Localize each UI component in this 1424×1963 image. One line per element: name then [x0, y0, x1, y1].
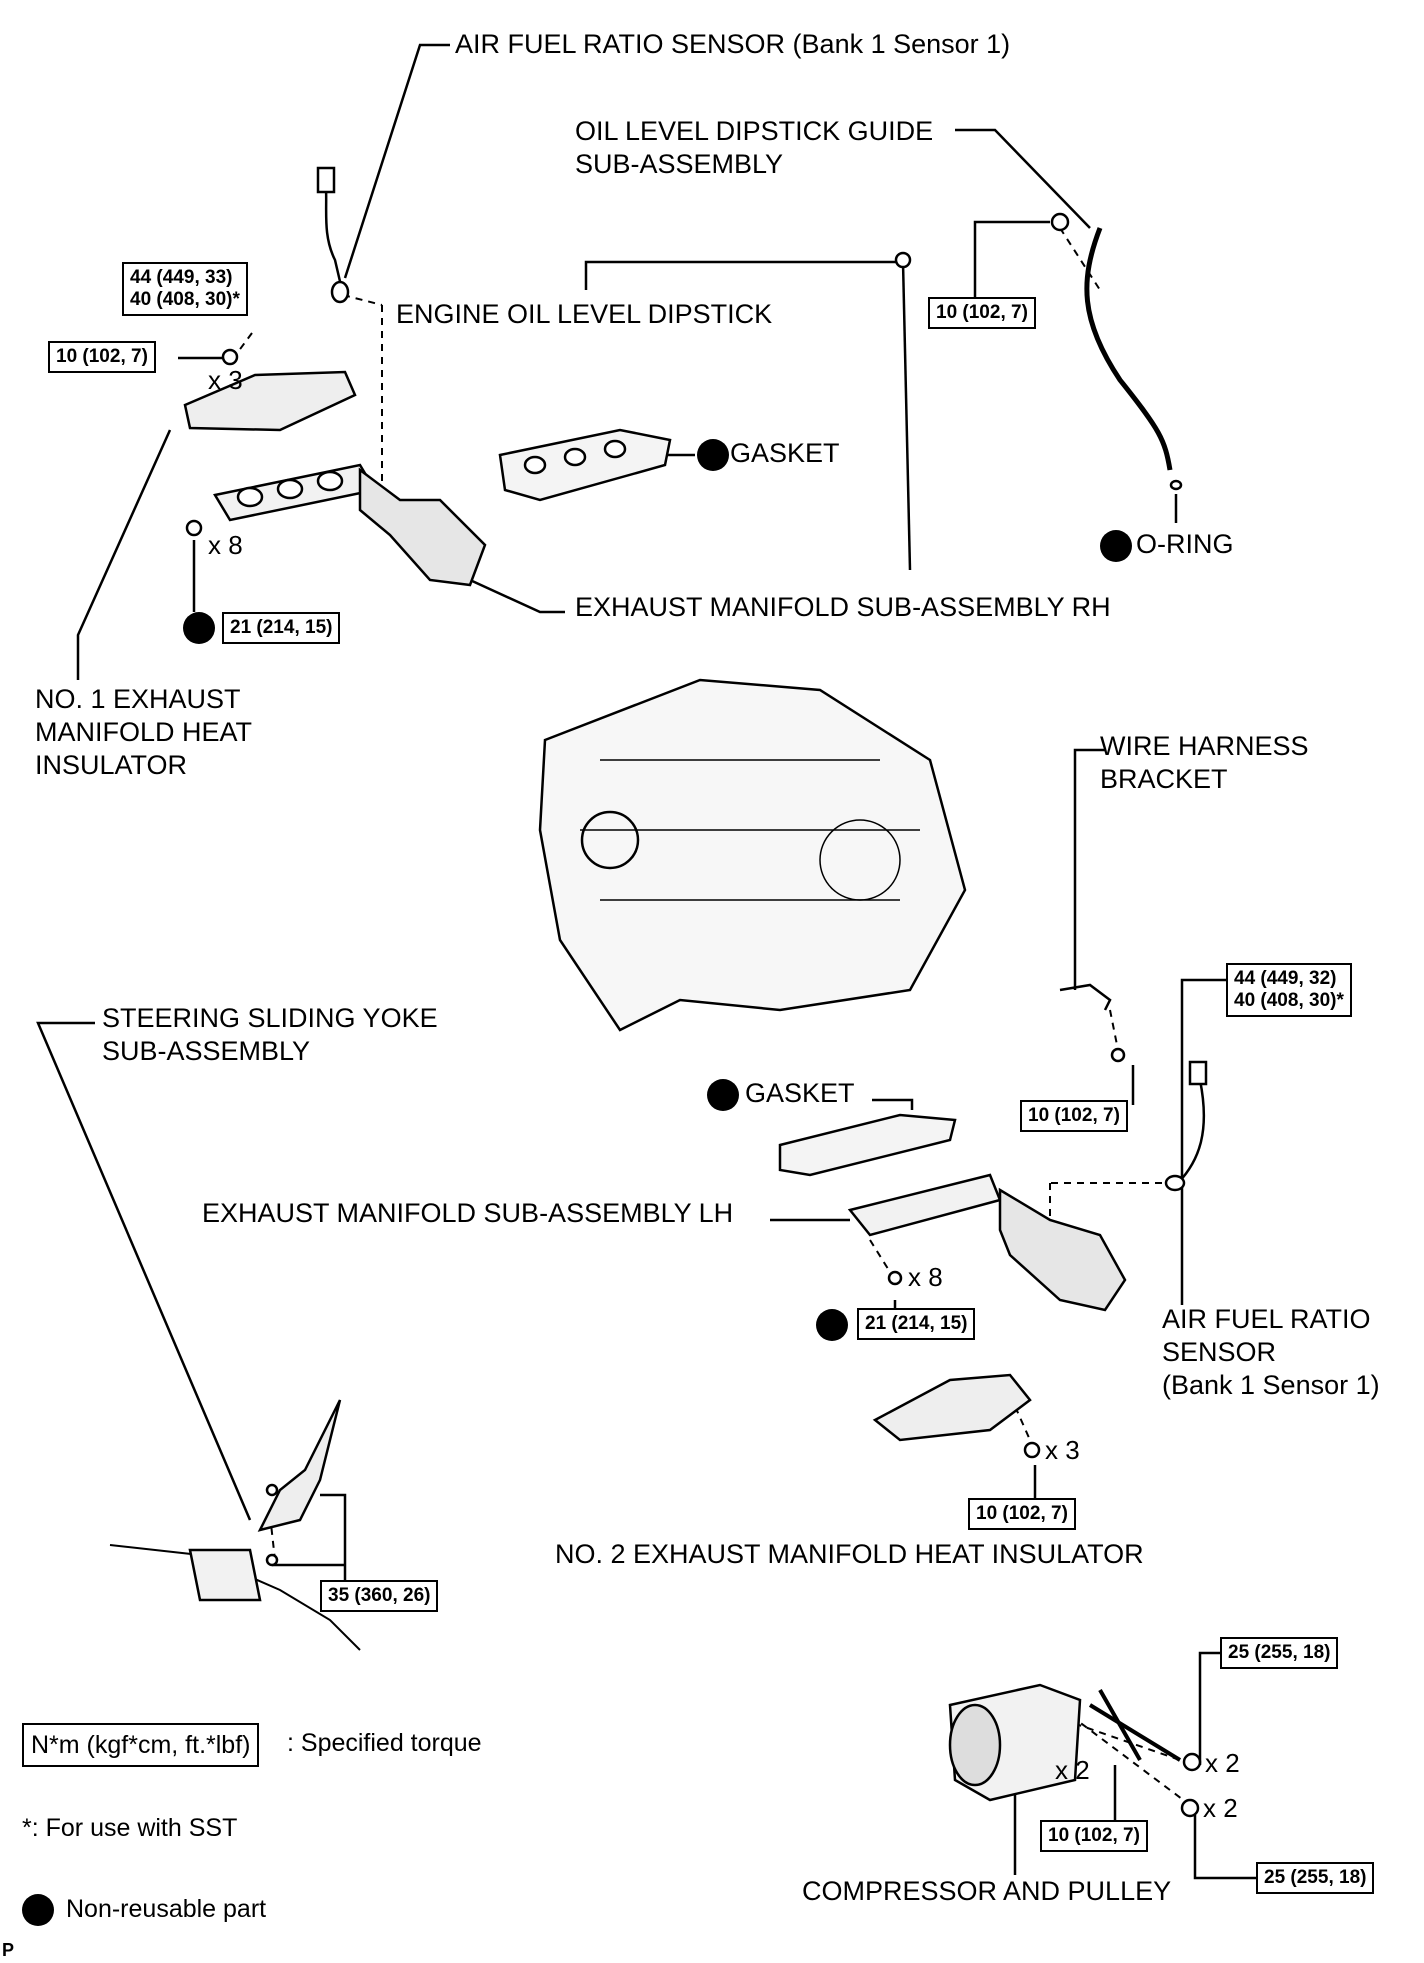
torque-compressor-nut: 25 (255, 18) — [1256, 1862, 1375, 1894]
torque-af-sensor-rh: 44 (449, 33) 40 (408, 30)* — [122, 262, 248, 316]
torque-manifold-rh-nut: 21 (214, 15) — [222, 612, 341, 644]
legend-torque-desc: : Specified torque — [287, 1729, 482, 1757]
leader-guide-bolt — [973, 220, 1050, 298]
nonreusable-marker — [183, 612, 215, 644]
legend-nonreusable: Non-reusable part — [66, 1895, 267, 1923]
corner-mark: P — [2, 1940, 15, 1960]
label-air-fuel-ratio-sensor-lh: AIR FUEL RATIO SENSOR (Bank 1 Sensor 1) — [1162, 1304, 1380, 1400]
nonreusable-marker — [697, 439, 729, 471]
exhaust-manifold-lh — [847, 1173, 1002, 1237]
label-steering-sliding-yoke: STEERING SLIDING YOKE SUB-ASSEMBLY — [102, 1003, 438, 1066]
leader-dipstick-guide — [955, 128, 1091, 229]
steering-sliding-yoke — [257, 1399, 342, 1532]
qty-insulator1-bolts: x 3 — [208, 365, 243, 395]
torque-insulator1-bolt: 10 (102, 7) — [48, 341, 156, 373]
label-air-fuel-ratio-sensor-rh: AIR FUEL RATIO SENSOR (Bank 1 Sensor 1) — [455, 29, 1011, 59]
qty-compressor-studs: x 2 — [1055, 1755, 1090, 1785]
qty-compressor-nuts: x 2 — [1203, 1793, 1238, 1823]
nonreusable-marker — [707, 1079, 739, 1111]
oil-level-dipstick-guide — [1084, 227, 1173, 471]
leader-af-sensor-rh — [343, 43, 450, 279]
leader-sliding-yoke — [36, 1021, 252, 1521]
label-gasket-lh: GASKET — [745, 1078, 855, 1108]
qty-manifold-rh-nuts: x 8 — [208, 530, 243, 560]
torque-bracket-bolt: 10 (102, 7) — [1020, 1100, 1128, 1132]
leader-wire-bracket — [1073, 748, 1105, 990]
engine-assembly — [538, 678, 967, 1032]
no2-heat-insulator — [872, 1373, 1032, 1442]
nonreusable-marker — [1100, 530, 1132, 562]
nonreusable-marker — [816, 1309, 848, 1341]
label-engine-oil-level-dipstick: ENGINE OIL LEVEL DIPSTICK — [396, 299, 773, 329]
leader-insulator-1 — [76, 429, 172, 680]
air-fuel-ratio-sensor-lh — [1177, 1079, 1206, 1184]
legend-sst-note: *: For use with SST — [22, 1814, 238, 1842]
torque-yoke-bolt: 35 (360, 26) — [320, 1580, 439, 1612]
torque-guide-bolt: 10 (102, 7) — [928, 297, 1036, 329]
no1-heat-insulator — [183, 370, 357, 432]
label-compressor-and-pulley: COMPRESSOR AND PULLEY — [802, 1876, 1172, 1906]
qty-compressor-bolts: x 2 — [1205, 1748, 1240, 1778]
legend-nonreusable-marker — [22, 1894, 54, 1926]
leader-dipstick — [584, 260, 900, 290]
engine-oil-level-dipstick — [901, 261, 912, 571]
label-wire-harness-bracket: WIRE HARNESS BRACKET — [1100, 731, 1309, 794]
label-no1-heat-insulator: NO. 1 EXHAUST MANIFOLD HEAT INSULATOR — [35, 684, 253, 780]
label-gasket-rh: GASKET — [730, 438, 840, 468]
qty-manifold-lh-nuts: x 8 — [908, 1262, 943, 1292]
torque-manifold-lh-nut: 21 (214, 15) — [857, 1308, 976, 1340]
label-exhaust-manifold-lh: EXHAUST MANIFOLD SUB-ASSEMBLY LH — [202, 1198, 734, 1228]
gasket-lh — [778, 1113, 957, 1177]
label-oil-level-dipstick-guide: OIL LEVEL DIPSTICK GUIDE SUB-ASSEMBLY — [575, 116, 934, 179]
label-o-ring: O-RING — [1136, 529, 1234, 559]
label-exhaust-manifold-rh: EXHAUST MANIFOLD SUB-ASSEMBLY RH — [575, 592, 1111, 622]
label-no2-heat-insulator: NO. 2 EXHAUST MANIFOLD HEAT INSULATOR — [555, 1539, 1144, 1569]
torque-compressor-bolt: 25 (255, 18) — [1220, 1637, 1339, 1669]
leader-manifold-rh — [469, 578, 565, 614]
torque-insulator2-bolt: 10 (102, 7) — [968, 1498, 1076, 1530]
qty-insulator2-bolts: x 3 — [1045, 1435, 1080, 1465]
torque-compressor-stud: 10 (102, 7) — [1040, 1820, 1148, 1852]
leader-af-sensor-lh — [1180, 978, 1232, 1305]
legend-torque-unit: N*m (kgf*cm, ft.*lbf) — [22, 1723, 260, 1767]
torque-af-sensor-lh: 44 (449, 32) 40 (408, 30)* — [1226, 963, 1352, 1017]
wire-harness-bracket — [1059, 983, 1112, 1011]
gasket-rh — [498, 428, 672, 502]
